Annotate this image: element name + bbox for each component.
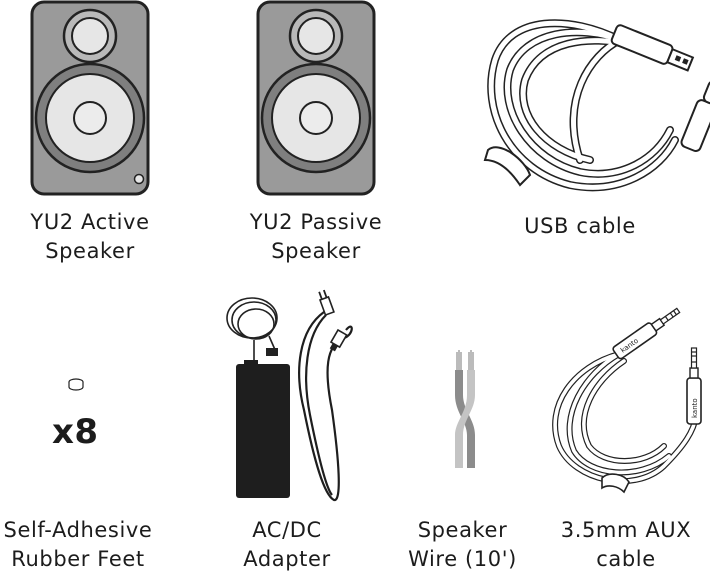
aux-brand-label-2: kanto bbox=[691, 398, 699, 418]
active-speaker-label-2: Speaker bbox=[45, 239, 135, 263]
rubber-feet-count: x8 bbox=[52, 412, 99, 452]
adapter-item: AC/DC Adapter bbox=[212, 289, 372, 576]
usb-cable-item: USB cable bbox=[470, 0, 710, 250]
passive-speaker-label-1: YU2 Passive bbox=[249, 210, 383, 234]
active-speaker-label-1: YU2 Active bbox=[30, 210, 150, 234]
passive-speaker-item: YU2 Passive Speaker bbox=[226, 0, 406, 280]
speaker-wire-icon bbox=[455, 350, 475, 468]
speaker-wire-label-1: Speaker bbox=[417, 518, 508, 542]
passive-speaker-label-2: Speaker bbox=[271, 239, 361, 263]
speaker-wire-label-2: Wire (10') bbox=[408, 547, 517, 571]
usb-cable-icon bbox=[483, 19, 710, 192]
usb-cable-label: USB cable bbox=[524, 214, 636, 238]
active-speaker-item: YU2 Active Speaker bbox=[0, 0, 180, 280]
power-adapter-icon bbox=[226, 289, 353, 502]
adapter-label-1: AC/DC bbox=[252, 518, 322, 542]
aux-cable-icon: kanto kanto bbox=[552, 307, 702, 494]
rubber-feet-item: x8 Self-Adhesive Rubber Feet bbox=[0, 360, 160, 576]
rubber-foot-icon bbox=[68, 378, 84, 391]
rubber-feet-label-1: Self-Adhesive bbox=[3, 518, 153, 542]
speaker-wire-item: Speaker Wire (10') bbox=[400, 350, 530, 576]
adapter-label-2: Adapter bbox=[243, 547, 331, 571]
aux-cable-label-2: cable bbox=[596, 547, 656, 571]
aux-cable-item: kanto kanto 3.5mm AUX cable bbox=[540, 306, 710, 576]
passive-speaker-icon bbox=[256, 0, 376, 196]
aux-cable-label-1: 3.5mm AUX bbox=[560, 518, 692, 542]
active-speaker-icon bbox=[30, 0, 150, 196]
rubber-feet-label-2: Rubber Feet bbox=[11, 547, 145, 571]
